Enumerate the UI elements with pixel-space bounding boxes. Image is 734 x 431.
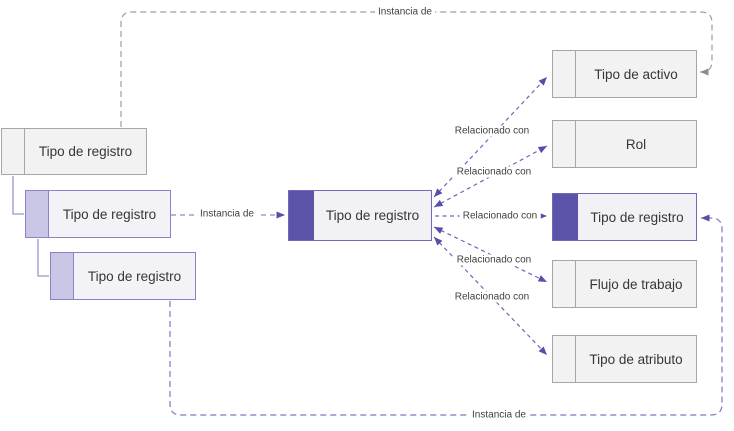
edge-label-instancia-de-top: Instancia de bbox=[375, 6, 435, 18]
edge-label-instancia-de-left: Instancia de bbox=[197, 208, 257, 220]
node-tipo-de-registro-grandchild: Tipo de registro bbox=[50, 252, 196, 300]
node-tipo-de-registro-target: Tipo de registro bbox=[552, 193, 697, 241]
node-label: Rol bbox=[625, 136, 647, 152]
node-label: Tipo de registro bbox=[38, 144, 133, 159]
edge-related-activo bbox=[433, 76, 548, 198]
node-tipo-de-atributo: Tipo de atributo bbox=[552, 335, 697, 383]
node-strip bbox=[51, 253, 74, 299]
node-tipo-de-activo: Tipo de activo bbox=[552, 50, 697, 98]
node-strip bbox=[553, 51, 576, 97]
node-rol: Rol bbox=[552, 120, 697, 168]
node-label: Flujo de trabajo bbox=[589, 276, 683, 292]
edge-label-relacionado-con-atributo: Relacionado con bbox=[451, 291, 533, 303]
node-label: Tipo de registro bbox=[325, 208, 420, 223]
edge-related-rol bbox=[433, 145, 548, 208]
elbow-root-to-child bbox=[12, 176, 24, 215]
edge-instance-top bbox=[120, 11, 713, 127]
node-tipo-de-registro-child: Tipo de registro bbox=[25, 190, 171, 238]
node-strip bbox=[26, 191, 49, 237]
node-label: Tipo de registro bbox=[87, 268, 182, 284]
node-strip bbox=[553, 261, 576, 307]
edge-related-atributo bbox=[433, 236, 548, 356]
edge-label-relacionado-con-activo: Relacionado con bbox=[451, 125, 533, 137]
node-tipo-de-registro-root: Tipo de registro bbox=[1, 128, 147, 175]
edge-label-relacionado-con-rol: Relacionado con bbox=[453, 166, 535, 178]
node-strip bbox=[553, 194, 578, 240]
edge-instance-bottom bbox=[169, 214, 723, 416]
edge-label-relacionado-con-registro: Relacionado con bbox=[459, 210, 541, 222]
edge-label-relacionado-con-flujo: Relacionado con bbox=[453, 254, 535, 266]
node-strip bbox=[553, 336, 576, 382]
node-label: Tipo de registro bbox=[590, 209, 684, 225]
elbow-child-to-grandchild bbox=[37, 239, 49, 277]
node-label: Tipo de registro bbox=[62, 206, 157, 222]
node-strip bbox=[2, 129, 25, 174]
node-label: Tipo de atributo bbox=[589, 351, 683, 367]
node-tipo-de-registro-center: Tipo de registro bbox=[288, 190, 432, 241]
edge-label-instancia-de-bottom: Instancia de bbox=[469, 409, 529, 421]
node-flujo-de-trabajo: Flujo de trabajo bbox=[552, 260, 697, 308]
node-strip bbox=[553, 121, 576, 167]
node-strip bbox=[289, 191, 314, 240]
node-label: Tipo de activo bbox=[594, 66, 678, 82]
